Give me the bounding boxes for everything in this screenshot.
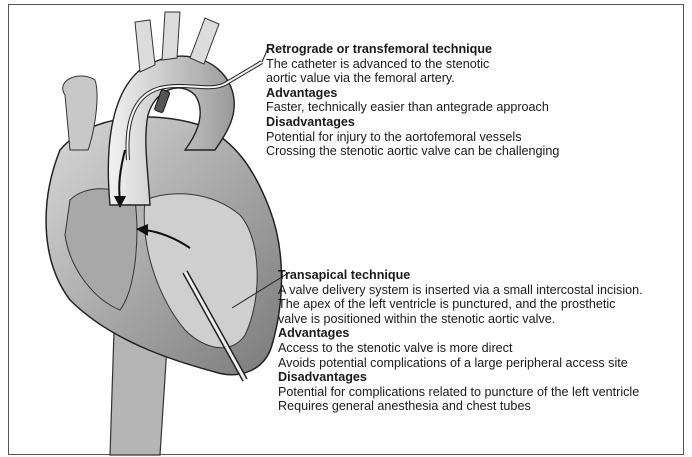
- transapical-disadvantages-heading: Disadvantages: [278, 370, 678, 385]
- transapical-disadvantage-item: Requires general anesthesia and chest tu…: [278, 399, 678, 414]
- transapical-advantages-heading: Advantages: [278, 326, 678, 341]
- retrograde-advantage-item: Faster, technically easier than antegrad…: [266, 100, 676, 115]
- transapical-advantage-item: Access to the stenotic valve is more dir…: [278, 341, 678, 356]
- transapical-disadvantage-item: Potential for complications related to p…: [278, 385, 678, 400]
- transapical-section: Transapical technique A valve delivery s…: [278, 268, 678, 414]
- retrograde-disadvantage-item: Crossing the stenotic aortic valve can b…: [266, 144, 676, 159]
- branch-vessel-3: [190, 18, 219, 64]
- retrograde-desc-line: aortic value via the femoral artery.: [266, 71, 676, 86]
- branch-vessel-1: [135, 20, 155, 72]
- transapical-desc-line: The apex of the left ventricle is punctu…: [278, 297, 678, 312]
- branch-vessel-2: [162, 12, 180, 60]
- transapical-desc-line: A valve delivery system is inserted via …: [278, 283, 678, 298]
- transapical-title: Transapical technique: [278, 268, 678, 283]
- retrograde-advantages-heading: Advantages: [266, 86, 676, 101]
- retrograde-desc-line: The catheter is advanced to the stenotic: [266, 57, 676, 72]
- transapical-advantage-item: Avoids potential complications of a larg…: [278, 356, 678, 371]
- retrograde-disadvantage-item: Potential for injury to the aortofemoral…: [266, 130, 676, 145]
- retrograde-title: Retrograde or transfemoral technique: [266, 42, 676, 57]
- transapical-desc-line: valve is positioned within the stenotic …: [278, 312, 678, 327]
- retrograde-disadvantages-heading: Disadvantages: [266, 115, 676, 130]
- retrograde-section: Retrograde or transfemoral technique The…: [266, 42, 676, 159]
